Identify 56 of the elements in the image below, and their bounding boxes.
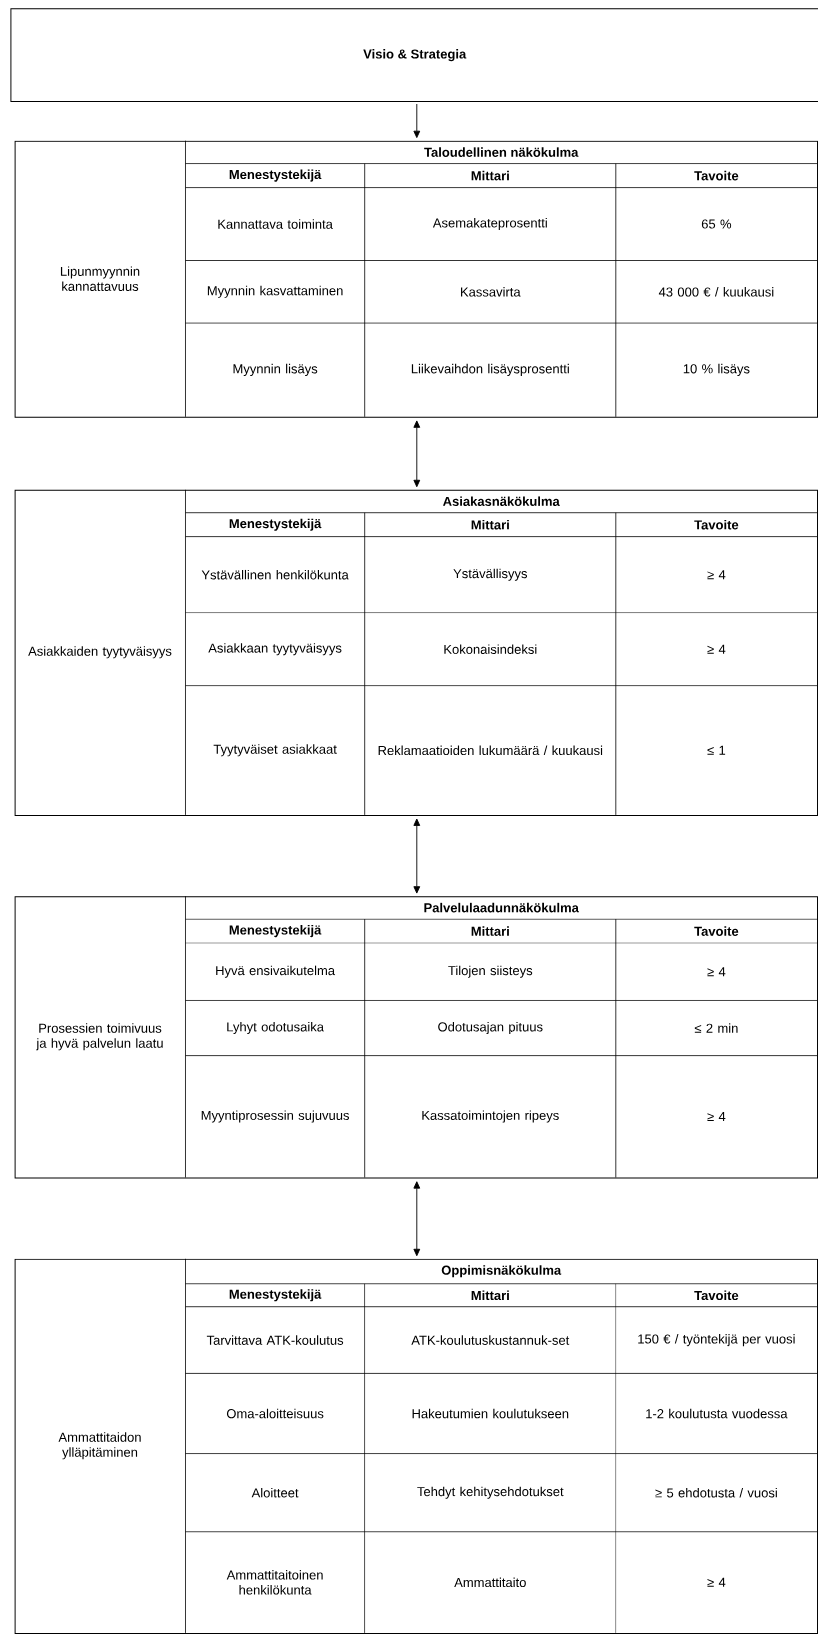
table-entry: ≥ 4	[707, 1577, 726, 1587]
vision-box: Visio & Strategia	[10, 8, 818, 102]
table-entry: ≥ 5 ehdotusta / vuosi	[655, 1487, 777, 1498]
table-entry: Ammattitaito	[454, 1577, 526, 1588]
table-entry: Tehdyt kehitysehdotukset	[417, 1486, 564, 1499]
table-entry: ≥ 4	[707, 570, 726, 580]
table-entry: Kokonaisindeksi	[444, 644, 537, 654]
table-entry: ≤ 2 min	[694, 1023, 738, 1033]
column-header: Menestystekijä	[229, 1289, 322, 1302]
table-entry: Ammattitaitoinen henkilökunta	[226, 1570, 323, 1595]
table-entry: Oma-aloitteisuus	[226, 1408, 324, 1419]
table-entry: Kassatoimintojen ripeys	[422, 1110, 559, 1123]
table-entry: Asiakkaan tyytyväisyys	[208, 643, 342, 656]
table-entry: Tyytyväiset asiakkaat	[213, 744, 337, 757]
arrow	[413, 420, 421, 488]
arrow	[413, 103, 421, 139]
table-entry: Myynnin lisäys	[233, 363, 318, 376]
table-entry: Kassavirta	[461, 287, 521, 297]
table-entry: ≤ 1	[707, 745, 726, 755]
table-entry: ≥ 4	[707, 1112, 726, 1121]
table-entry: 150 € / työntekijä per vuosi	[638, 1334, 795, 1347]
table-entry: ≥ 4	[707, 644, 726, 654]
column-header: Mittari	[471, 170, 509, 181]
column-header: Menestystekijä	[229, 169, 322, 182]
table-entry: Ystävällinen henkilökunta	[201, 569, 349, 580]
table-entry: Liikevaihdon lisäysprosentti	[411, 363, 569, 376]
table-entry: 43 000 € / kuukausi	[658, 287, 774, 297]
table-entry: Kannattava toiminta	[218, 219, 333, 229]
table-entry: 1-2 koulutusta vuodessa	[646, 1408, 788, 1419]
table-entry: Asemakateprosentti	[432, 217, 547, 231]
table-entry: Ystävällisyys	[453, 568, 528, 581]
arrow	[413, 818, 421, 894]
table-entry: Odotusajan pituus	[438, 1021, 543, 1035]
table-entry: ≥ 4	[707, 967, 726, 977]
column-header: Tavoite	[694, 519, 739, 530]
column-header: Menestystekijä	[229, 518, 322, 531]
table-entry: Reklamaatioiden lukumäärä / kuukausi	[378, 745, 603, 756]
arrow	[413, 1181, 421, 1257]
column-header: Mittari	[471, 519, 509, 530]
table-entry: Hyvä ensivaikutelma	[216, 965, 336, 978]
column-header: Menestystekijä	[229, 925, 322, 938]
column-header: Tavoite	[694, 170, 739, 181]
table-entry: Myyntiprosessin sujuvuus	[201, 1110, 350, 1123]
table-entry: 65 %	[701, 219, 732, 229]
column-header: Tavoite	[694, 1290, 739, 1301]
column-header: Mittari	[471, 926, 509, 936]
column-header: Tavoite	[694, 926, 739, 936]
table-entry: 10 % lisäys	[683, 363, 750, 376]
table-entry: Tarvittava ATK-koulutus	[206, 1335, 344, 1345]
table-entry: Hakeutumien koulutukseen	[412, 1408, 569, 1419]
table-entry: ATK-koulutuskustannuk-set	[411, 1335, 570, 1345]
table-entry: Tilojen siisteys	[448, 965, 533, 978]
table-entry: Myynnin kasvattaminen	[207, 285, 343, 298]
column-header: Mittari	[471, 1290, 509, 1301]
table-entry: Aloitteet	[251, 1487, 299, 1498]
table-entry: Lyhyt odotusaika	[227, 1021, 324, 1035]
